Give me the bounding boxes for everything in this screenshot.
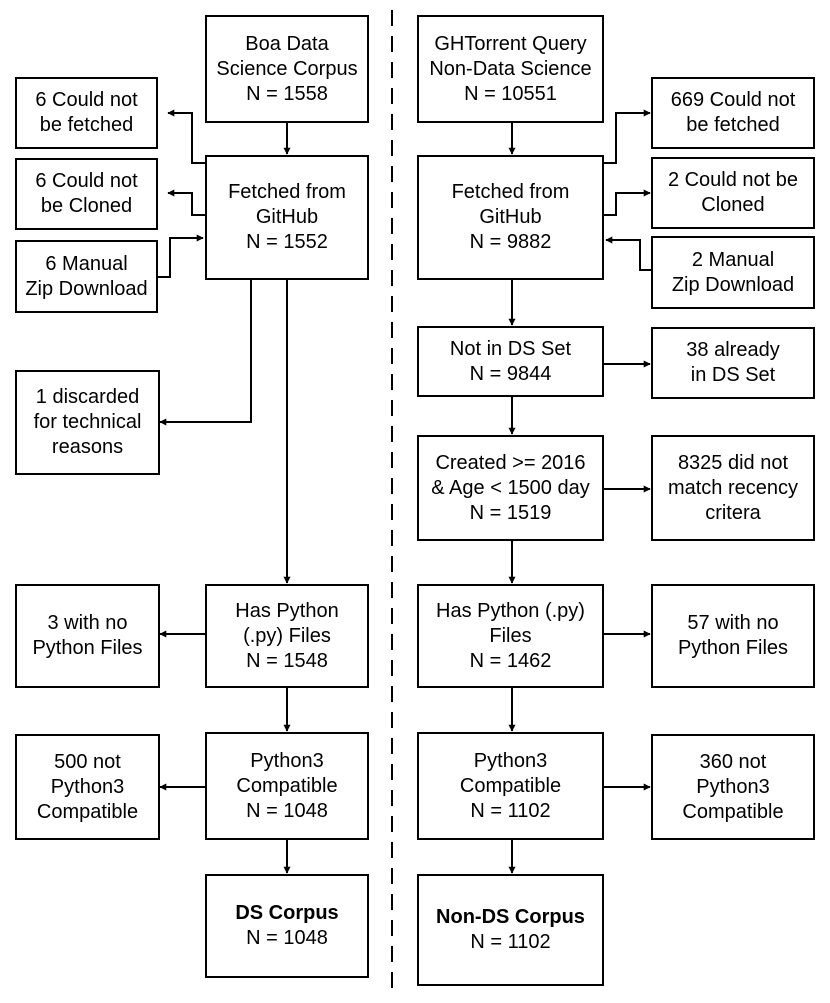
created-filter-line-1: Created >= 2016 xyxy=(435,451,586,474)
right-not-fetched-box: 669 Could not be fetched xyxy=(651,77,815,149)
left-python3-line-1: Python3 xyxy=(250,749,324,772)
already-in-ds-line-1: 38 already xyxy=(686,339,780,361)
right-python3-box: Python3 Compatible N = 1102 xyxy=(417,732,604,840)
left-has-python-line-1: Has Python xyxy=(235,599,339,622)
left-discarded-line-1: 1 discarded xyxy=(35,386,140,408)
left-fetched-line-1: Fetched from xyxy=(228,181,346,203)
arrow-to-left-not-fetched xyxy=(167,109,205,164)
left-has-python-line-2: (.py) Files xyxy=(243,624,331,647)
right-not-cloned-box: 2 Could not be Cloned xyxy=(651,157,815,229)
right-not-cloned-line-1: 2 Could not be xyxy=(667,169,799,191)
right-has-python-line-1: Has Python (.py) xyxy=(436,599,585,622)
right-not-python3-line-3: Compatible xyxy=(682,800,784,823)
right-not-cloned-line-2: Cloned xyxy=(701,194,765,216)
left-not-python3-line-3: Compatible xyxy=(36,800,139,823)
left-manual-zip-line-1: 6 Manual xyxy=(45,252,128,275)
ghtorrent-source-line-1: GHTorrent Query xyxy=(434,32,587,55)
left-not-cloned-line-2: be Cloned xyxy=(40,195,133,217)
left-has-python-box: Has Python (.py) Files N = 1548 xyxy=(205,584,369,688)
left-not-python3-line-1: 500 not xyxy=(54,750,121,773)
left-not-cloned-line-1: 6 Could not xyxy=(35,170,138,192)
non-ds-corpus-title: Non-DS Corpus xyxy=(436,906,585,928)
arrow-from-left-manual-zip xyxy=(158,234,204,278)
boa-source-line-1: Boa Data xyxy=(245,32,329,55)
left-not-fetched-box: 6 Could not be fetched xyxy=(15,77,158,149)
right-not-python3-line-2: Python3 xyxy=(696,775,770,798)
non-ds-corpus-count: N = 1102 xyxy=(470,931,551,953)
recency-line-1: 8325 did not xyxy=(677,451,789,474)
left-fetched-box: Fetched from GitHub N = 1552 xyxy=(205,155,369,280)
right-no-python-line-1: 57 with no xyxy=(687,612,779,634)
right-fetched-line-1: Fetched from xyxy=(451,181,570,203)
left-manual-zip-box: 6 Manual Zip Download xyxy=(15,240,158,313)
arrow-to-left-discarded xyxy=(159,280,252,426)
ghtorrent-source-box: GHTorrent Query Non-Data Science N = 105… xyxy=(417,15,604,123)
right-manual-zip-line-1: 2 Manual xyxy=(691,248,775,271)
already-in-ds-line-2: in DS Set xyxy=(690,364,776,386)
right-no-python-line-2: Python Files xyxy=(677,637,789,659)
left-not-python3-line-2: Python3 xyxy=(50,775,125,798)
right-python3-line-1: Python3 xyxy=(473,749,548,772)
right-fetched-line-2: GitHub xyxy=(479,206,542,228)
ghtorrent-source-count: N = 10551 xyxy=(464,82,557,105)
left-fetched-count: N = 1552 xyxy=(246,231,328,253)
arrow-from-right-manual-zip xyxy=(605,236,652,271)
right-has-python-line-2: Files xyxy=(489,624,532,647)
left-not-fetched-line-2: be fetched xyxy=(39,114,134,136)
recency-box: 8325 did not match recency critera xyxy=(651,435,815,541)
right-python3-line-2: Compatible xyxy=(459,774,562,797)
recency-line-3: critera xyxy=(705,501,761,524)
left-fetched-line-2: GitHub xyxy=(255,206,319,228)
right-has-python-box: Has Python (.py) Files N = 1462 xyxy=(417,584,604,688)
ghtorrent-source-line-2: Non-Data Science xyxy=(429,57,592,80)
non-ds-corpus-box: Non-DS Corpus N = 1102 xyxy=(417,874,604,986)
right-manual-zip-line-2: Zip Download xyxy=(671,273,795,296)
left-no-python-box: 3 with no Python Files xyxy=(15,584,160,688)
arrow-to-left-not-cloned xyxy=(167,189,205,216)
arrow-to-right-not-fetched xyxy=(604,109,651,164)
right-not-python3-box: 360 not Python3 Compatible xyxy=(651,734,815,840)
left-no-python-line-2: Python Files xyxy=(32,637,143,659)
ds-corpus-title: DS Corpus xyxy=(235,902,339,924)
not-in-ds-box: Not in DS Set N = 9844 xyxy=(417,326,604,397)
right-no-python-box: 57 with no Python Files xyxy=(651,584,815,688)
arrow-to-right-not-cloned xyxy=(604,189,651,216)
boa-source-box: Boa Data Science Corpus N = 1558 xyxy=(205,15,369,123)
created-filter-box: Created >= 2016 & Age < 1500 day N = 151… xyxy=(417,435,604,541)
not-in-ds-line-1: Not in DS Set xyxy=(449,337,572,360)
right-manual-zip-box: 2 Manual Zip Download xyxy=(651,236,815,309)
ds-corpus-count: N = 1048 xyxy=(246,927,328,949)
right-python3-count: N = 1102 xyxy=(470,799,551,822)
left-no-python-line-1: 3 with no xyxy=(47,612,128,634)
left-not-fetched-line-1: 6 Could not xyxy=(35,89,138,111)
left-python3-line-2: Compatible xyxy=(236,774,338,797)
created-filter-line-2: & Age < 1500 day xyxy=(431,476,590,499)
left-has-python-count: N = 1548 xyxy=(246,649,328,672)
left-discarded-line-2: for technical xyxy=(33,411,142,433)
right-fetched-box: Fetched from GitHub N = 9882 xyxy=(417,155,604,280)
created-filter-count: N = 1519 xyxy=(469,501,552,524)
ds-corpus-box: DS Corpus N = 1048 xyxy=(205,874,369,978)
right-not-python3-line-1: 360 not xyxy=(699,750,767,773)
right-has-python-count: N = 1462 xyxy=(469,649,552,672)
right-fetched-count: N = 9882 xyxy=(469,231,552,253)
not-in-ds-count: N = 9844 xyxy=(469,362,552,385)
right-not-fetched-line-1: 669 Could not xyxy=(670,89,796,111)
left-python3-box: Python3 Compatible N = 1048 xyxy=(205,732,369,840)
left-not-python3-box: 500 not Python3 Compatible xyxy=(15,734,160,840)
left-not-cloned-box: 6 Could not be Cloned xyxy=(15,158,158,230)
boa-source-count: N = 1558 xyxy=(246,82,328,105)
recency-line-2: match recency xyxy=(667,476,799,499)
left-discarded-line-3: reasons xyxy=(51,436,124,458)
right-not-fetched-line-2: be fetched xyxy=(686,114,780,136)
left-python3-count: N = 1048 xyxy=(246,799,328,822)
boa-source-line-2: Science Corpus xyxy=(216,57,358,80)
left-manual-zip-line-2: Zip Download xyxy=(25,277,148,300)
already-in-ds-box: 38 already in DS Set xyxy=(651,327,815,399)
left-discarded-box: 1 discarded for technical reasons xyxy=(15,370,160,475)
